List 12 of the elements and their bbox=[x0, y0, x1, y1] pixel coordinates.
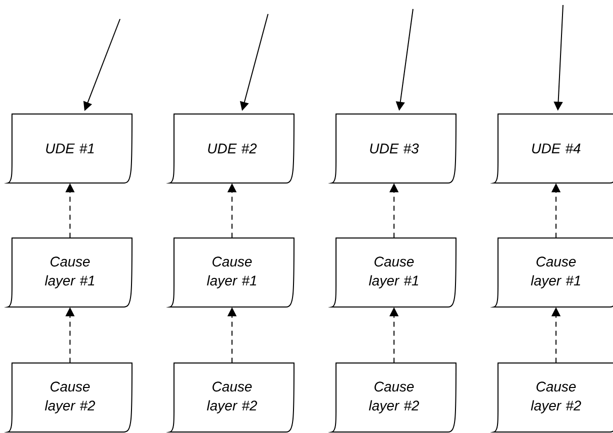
document-box: UDE #1 bbox=[8, 114, 132, 184]
document-box: Cause layer #2 bbox=[494, 362, 613, 432]
document-box: UDE #2 bbox=[170, 114, 294, 184]
document-box: Cause layer #1 bbox=[332, 238, 456, 308]
document-box: Cause layer #1 bbox=[494, 238, 613, 308]
document-box: UDE #3 bbox=[332, 114, 456, 184]
document-box: Cause layer #1 bbox=[170, 238, 294, 308]
document-box: Cause layer #2 bbox=[170, 362, 294, 432]
document-box: UDE #4 bbox=[494, 114, 613, 184]
document-box: Cause layer #2 bbox=[332, 362, 456, 432]
document-box: Cause layer #1 bbox=[8, 238, 132, 308]
document-box: Cause layer #2 bbox=[8, 362, 132, 432]
